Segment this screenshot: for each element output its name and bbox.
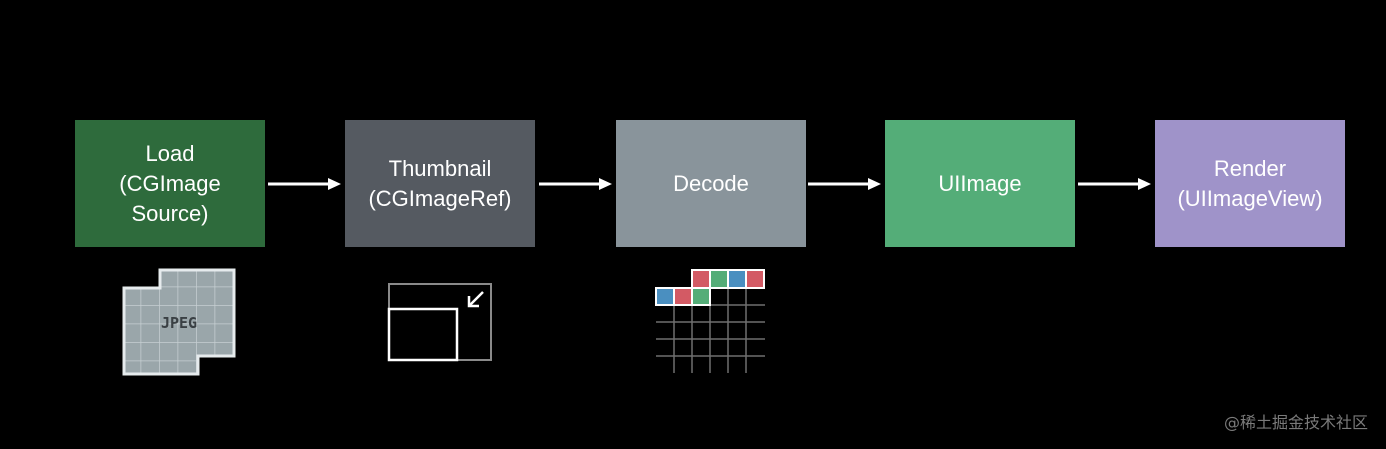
decoded-pixel-grid-icon bbox=[655, 269, 765, 373]
step-uiimage-box: UIImage bbox=[885, 120, 1075, 247]
watermark-text: @稀土掘金技术社区 bbox=[1223, 413, 1368, 432]
pixel-cell bbox=[727, 269, 747, 289]
step-thumbnail-box: Thumbnail (CGImageRef) bbox=[345, 120, 535, 247]
step-thumbnail-label: Thumbnail (CGImageRef) bbox=[368, 155, 512, 211]
pixel-cell bbox=[655, 287, 675, 306]
pixel-cell bbox=[691, 287, 711, 306]
arrow-uiimage-to-render bbox=[1078, 178, 1151, 190]
pixel-cell bbox=[709, 269, 729, 289]
thumbnail-shrink-icon bbox=[387, 283, 492, 362]
step-decode-box: Decode bbox=[616, 120, 806, 247]
arrow-thumbnail-to-decode bbox=[539, 178, 612, 190]
step-load-box: Load (CGImage Source) bbox=[75, 120, 265, 247]
pixel-cell bbox=[691, 269, 711, 289]
jpeg-label: JPEG bbox=[161, 314, 197, 332]
arrow-load-to-thumbnail bbox=[268, 178, 341, 190]
jpeg-file-icon: JPEG bbox=[122, 268, 236, 376]
pixel-cell bbox=[673, 287, 693, 306]
step-load-label: Load (CGImage Source) bbox=[119, 140, 221, 226]
step-render-box: Render (UIImageView) bbox=[1155, 120, 1345, 247]
step-render-label: Render (UIImageView) bbox=[1177, 155, 1323, 211]
step-decode-label: Decode bbox=[673, 170, 749, 196]
pixel-cell bbox=[745, 269, 765, 289]
step-uiimage-label: UIImage bbox=[938, 170, 1022, 196]
arrow-decode-to-uiimage bbox=[808, 178, 881, 190]
